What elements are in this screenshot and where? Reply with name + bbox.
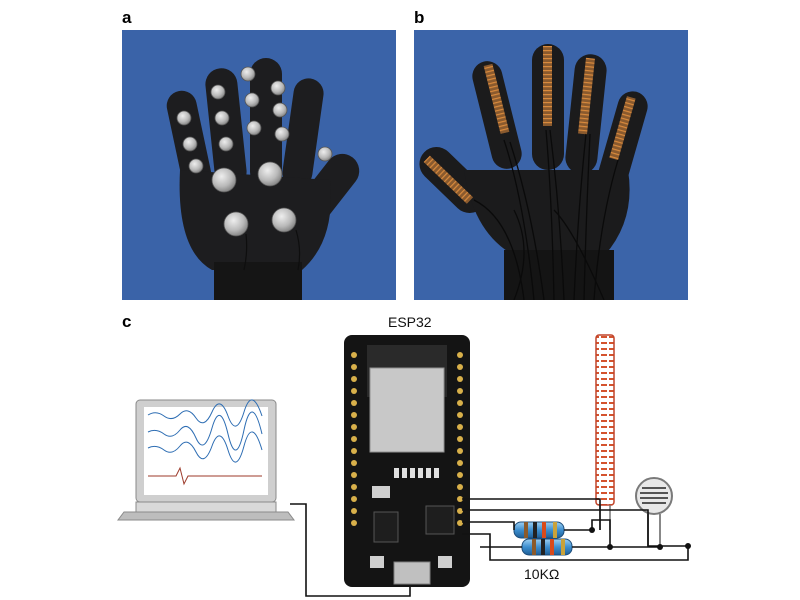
esp32-board-icon — [344, 335, 470, 587]
esp32-label: ESP32 — [388, 314, 432, 330]
fsr-sensor-icon — [635, 477, 673, 546]
resistor-icon — [513, 521, 573, 556]
circuit-diagram — [0, 300, 800, 600]
flex-sensor-icon — [595, 334, 615, 530]
glove-flex-sensor-photo — [414, 30, 688, 300]
panel-label-a: a — [122, 8, 132, 27]
resistor-label: 10KΩ — [524, 566, 560, 582]
panel-label-b: b — [414, 8, 425, 27]
laptop-icon — [117, 399, 295, 521]
panel-label-c: c — [122, 312, 132, 331]
glove-pressure-sensor-photo — [122, 30, 396, 300]
